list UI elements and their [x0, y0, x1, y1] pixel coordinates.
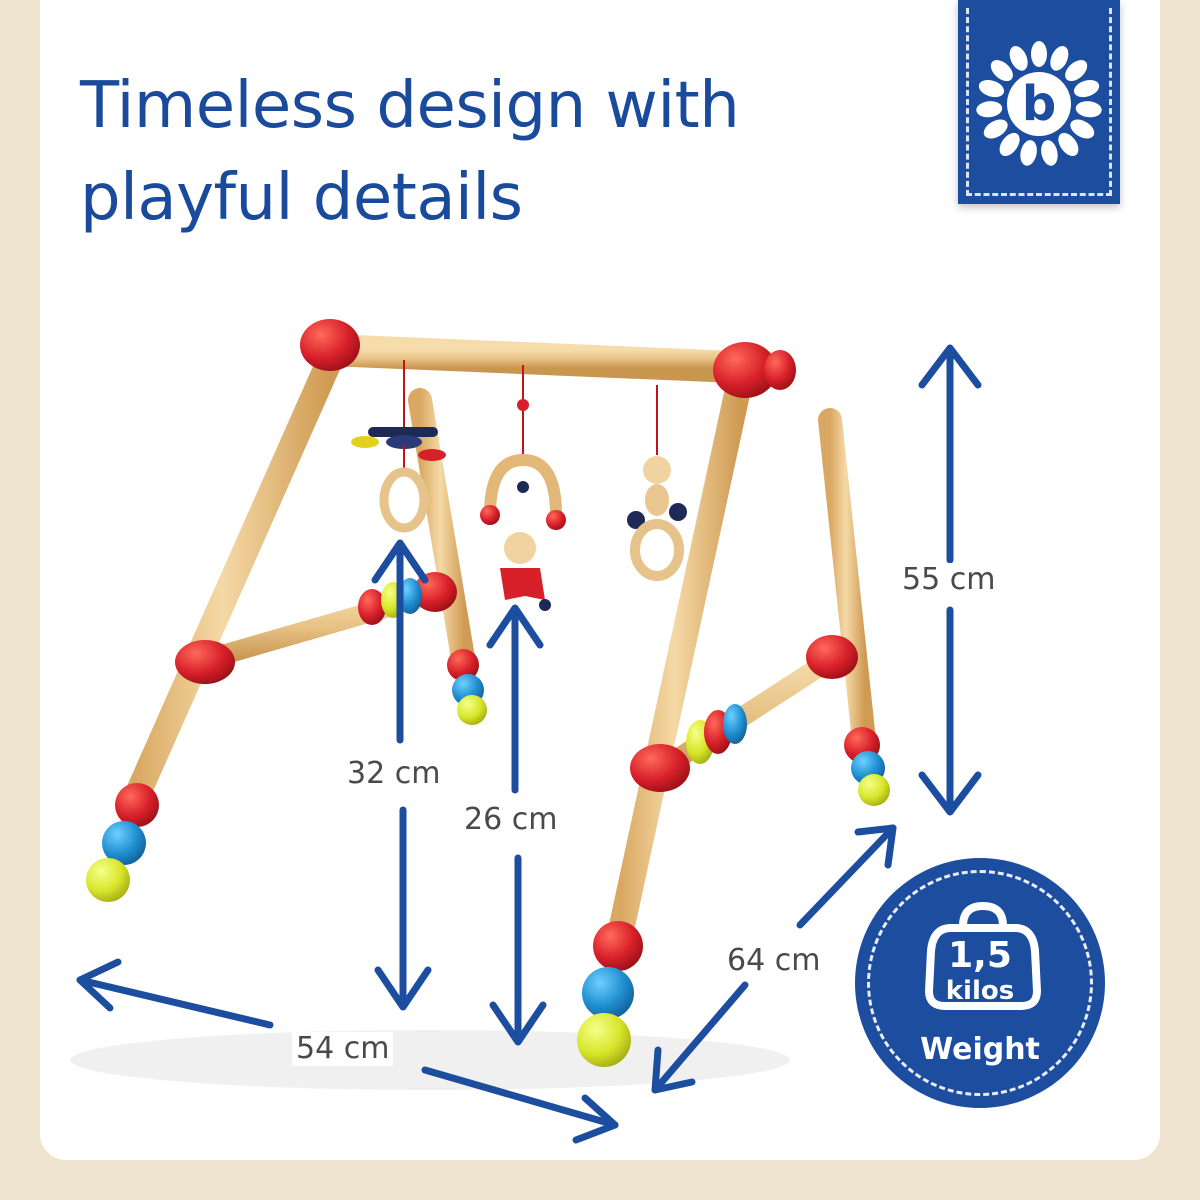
arrow-head — [374, 966, 432, 1011]
front-left-leg — [122, 347, 343, 813]
width-arrow-left — [76, 976, 274, 1029]
dimension-depth: 64 cm — [723, 944, 825, 978]
arrow-head — [486, 604, 544, 649]
bead — [582, 967, 634, 1019]
weight-badge: 1,5 kilos Weight — [855, 858, 1105, 1108]
headline-line-2: playful details — [80, 161, 523, 235]
bead — [593, 921, 643, 971]
kettlebell-weight-icon — [925, 901, 1041, 1010]
dimension-left-hanger: 32 cm — [343, 757, 445, 791]
bead — [86, 858, 130, 902]
weight-badge-stitching — [867, 870, 1093, 1096]
bead — [115, 783, 159, 827]
bead — [577, 1013, 631, 1067]
top-right-cap — [764, 350, 796, 390]
badge-stitching — [966, 8, 1112, 196]
arrow-head — [854, 824, 897, 869]
arrow-head — [76, 958, 122, 1012]
headline-line-1: Timeless design with — [80, 69, 740, 143]
back-left-leg — [408, 388, 477, 682]
bead — [447, 649, 479, 681]
bead — [723, 704, 747, 744]
dimension-width: 54 cm — [292, 1032, 394, 1066]
top-bar — [314, 334, 776, 384]
bead — [858, 774, 890, 806]
hanging-toy-propeller — [351, 360, 446, 533]
bead — [457, 695, 487, 725]
right-brace-joint — [630, 744, 690, 792]
headline: Timeless design with playful details — [80, 60, 880, 244]
bead — [102, 821, 146, 865]
arrow-head — [918, 344, 982, 389]
arrow-head — [371, 539, 429, 584]
hanging-toy-bear — [480, 365, 566, 611]
hanging-toy-cat — [627, 385, 687, 581]
top-right-joint — [713, 342, 777, 398]
weight-unit: kilos — [945, 976, 1015, 1006]
bead — [398, 578, 422, 614]
arrow-head — [489, 1001, 547, 1046]
arrow-head — [918, 771, 982, 816]
bead — [358, 589, 386, 625]
weight-value: 1,5 — [948, 935, 1012, 976]
top-left-joint — [300, 319, 360, 371]
left-brace-joint — [175, 640, 235, 684]
badge-letter: b — [1022, 76, 1056, 132]
depth-arrow-bottom — [651, 981, 749, 1094]
weight-label: Weight — [920, 1032, 1040, 1067]
back-right-leg — [818, 408, 877, 762]
dimension-center-hanger: 26 cm — [460, 803, 562, 837]
brand-badge: b — [958, 0, 1120, 204]
dimension-height: 55 cm — [898, 563, 1000, 597]
depth-arrow-top — [796, 824, 897, 929]
flower-b-logo-icon: b — [976, 41, 1102, 166]
arrow-head — [651, 1046, 696, 1094]
arrow-head — [572, 1094, 619, 1144]
front-right-leg — [607, 367, 753, 948]
right-brace-joint-2 — [806, 635, 858, 679]
width-arrow-right — [421, 1066, 619, 1129]
